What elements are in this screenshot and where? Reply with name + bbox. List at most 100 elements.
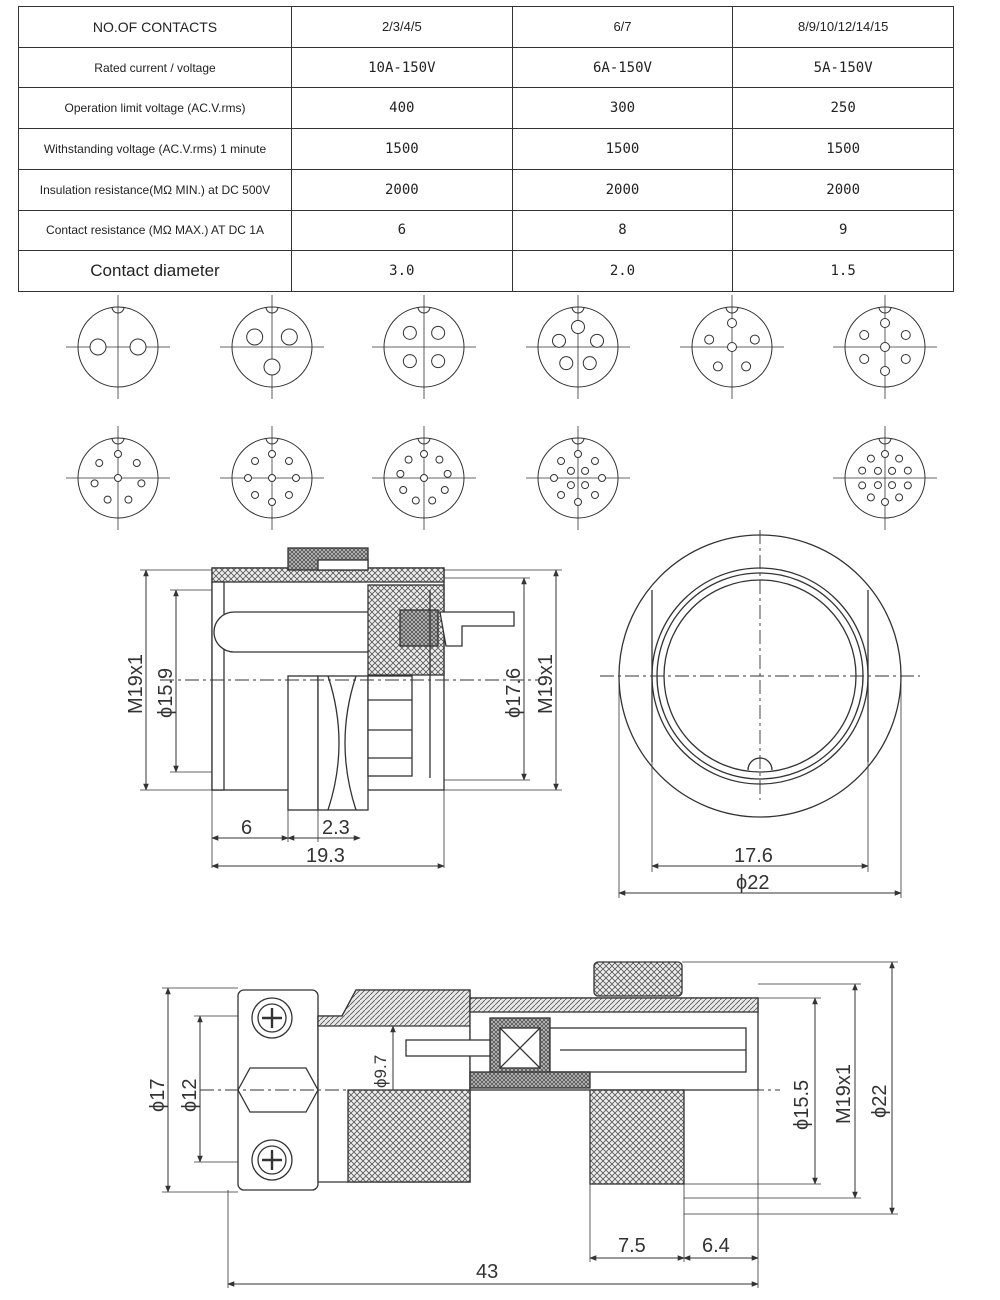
pin-layout-8 (66, 426, 170, 530)
pin-hole (280, 328, 298, 346)
socket-side-view (140, 547, 562, 869)
key-notch (725, 306, 739, 314)
pin-hole (590, 490, 599, 499)
pin-hole (251, 490, 260, 499)
dim-label: 17.6 (734, 845, 773, 867)
header-contacts: NO.OF CONTACTS (18, 6, 292, 48)
face-outline (844, 306, 926, 388)
dim-label: M19x1 (535, 654, 557, 714)
pin-hole (873, 481, 882, 490)
pin-layout-14 (833, 426, 937, 530)
table-cell: 9 (732, 209, 954, 252)
pin-hole (551, 333, 566, 348)
row-label: Operation limit voltage (AC.V.rms) (18, 87, 292, 130)
key-notch (417, 437, 431, 445)
pin-layout-6 (680, 295, 784, 399)
pin-hole (598, 474, 606, 482)
pin-hole (900, 354, 911, 364)
pin-hole (903, 466, 912, 475)
dim-label: ϕ17.6 (503, 668, 525, 718)
face-outline (77, 437, 159, 519)
pin-hole (268, 498, 276, 506)
row-label: Insulation resistance(MΩ MIN.) at DC 500… (18, 168, 292, 211)
key-notch (878, 437, 892, 445)
pin-hole (244, 474, 252, 482)
pin-hole (873, 466, 882, 475)
key-notch (265, 437, 279, 445)
pin-hole (268, 450, 276, 458)
table-cell: 10A-150V (291, 46, 513, 89)
dim-label: M19x1 (833, 1064, 855, 1124)
table-cell: 400 (291, 87, 513, 130)
pin-layout-3 (220, 295, 324, 399)
pin-hole (268, 474, 276, 482)
pin-hole (712, 361, 723, 372)
pin-hole (431, 354, 446, 369)
dim-label: 2.3 (322, 817, 350, 839)
dim-label: ϕ9.7 (371, 1055, 390, 1088)
dim-label: ϕ12 (179, 1079, 201, 1112)
table-row: Rated current / voltage 10A-150V 6A-150V… (18, 46, 954, 89)
dim-label: ϕ22 (736, 872, 769, 894)
pin-hole (404, 455, 413, 464)
face-outline (383, 437, 465, 519)
key-notch (878, 306, 892, 314)
pin-hole (284, 457, 293, 466)
pin-hole (858, 481, 867, 490)
pin-hole (399, 486, 408, 494)
key-notch (265, 306, 279, 314)
pin-hole (866, 493, 875, 502)
pin-hole (402, 354, 417, 369)
pin-hole (124, 495, 133, 504)
pin-hole (440, 486, 449, 494)
plug-side-view (162, 961, 898, 1288)
pin-hole (103, 495, 112, 504)
pin-hole (114, 450, 122, 458)
pin-hole (396, 469, 405, 478)
pin-hole (727, 318, 737, 328)
key-notch (111, 437, 125, 445)
dim-label: ϕ15.9 (155, 668, 177, 718)
pin-layout-10 (372, 426, 476, 530)
table-row: Operation limit voltage (AC.V.rms) 400 3… (18, 87, 954, 130)
table-cell: 6 (291, 209, 513, 252)
table-row: Insulation resistance(MΩ MIN.) at DC 500… (18, 168, 954, 211)
pin-hole (574, 498, 582, 506)
socket-front-labels: 17.6 ϕ22 (734, 845, 773, 894)
pin-hole (895, 454, 904, 463)
pin-hole (590, 333, 605, 348)
pin-hole (246, 328, 264, 346)
pin-hole (95, 459, 104, 468)
header-col-2: 6/7 (511, 6, 734, 48)
table-cell: 2.0 (511, 250, 734, 292)
table-row: Contact diameter 3.0 2.0 1.5 (18, 250, 954, 292)
key-notch (111, 306, 125, 314)
pin-hole (895, 493, 904, 502)
pin-hole (574, 450, 582, 458)
pin-hole (581, 466, 590, 475)
pin-hole (881, 450, 889, 458)
face-outline (383, 306, 465, 388)
face-outline (231, 306, 313, 388)
pin-hole (571, 320, 585, 334)
pin-hole (402, 325, 417, 340)
pin-hole (859, 354, 870, 364)
key-notch (571, 437, 585, 445)
pin-hole (90, 479, 99, 488)
pin-hole (284, 490, 293, 499)
pin-hole (428, 496, 437, 505)
pin-hole (132, 459, 141, 468)
pin-hole (880, 366, 890, 376)
pin-hole (557, 457, 566, 466)
face-outline (844, 437, 926, 519)
table-row: Withstanding voltage (AC.V.rms) 1 minute… (18, 128, 954, 170)
pin-hole (888, 466, 897, 475)
key-notch (571, 306, 585, 314)
row-label: Contact diameter (18, 250, 292, 292)
pin-hole (566, 481, 575, 490)
pin-hole (557, 490, 566, 499)
socket-front-view (600, 530, 920, 898)
pin-hole (114, 474, 122, 482)
pin-hole (866, 454, 875, 463)
face-outline (537, 306, 619, 388)
